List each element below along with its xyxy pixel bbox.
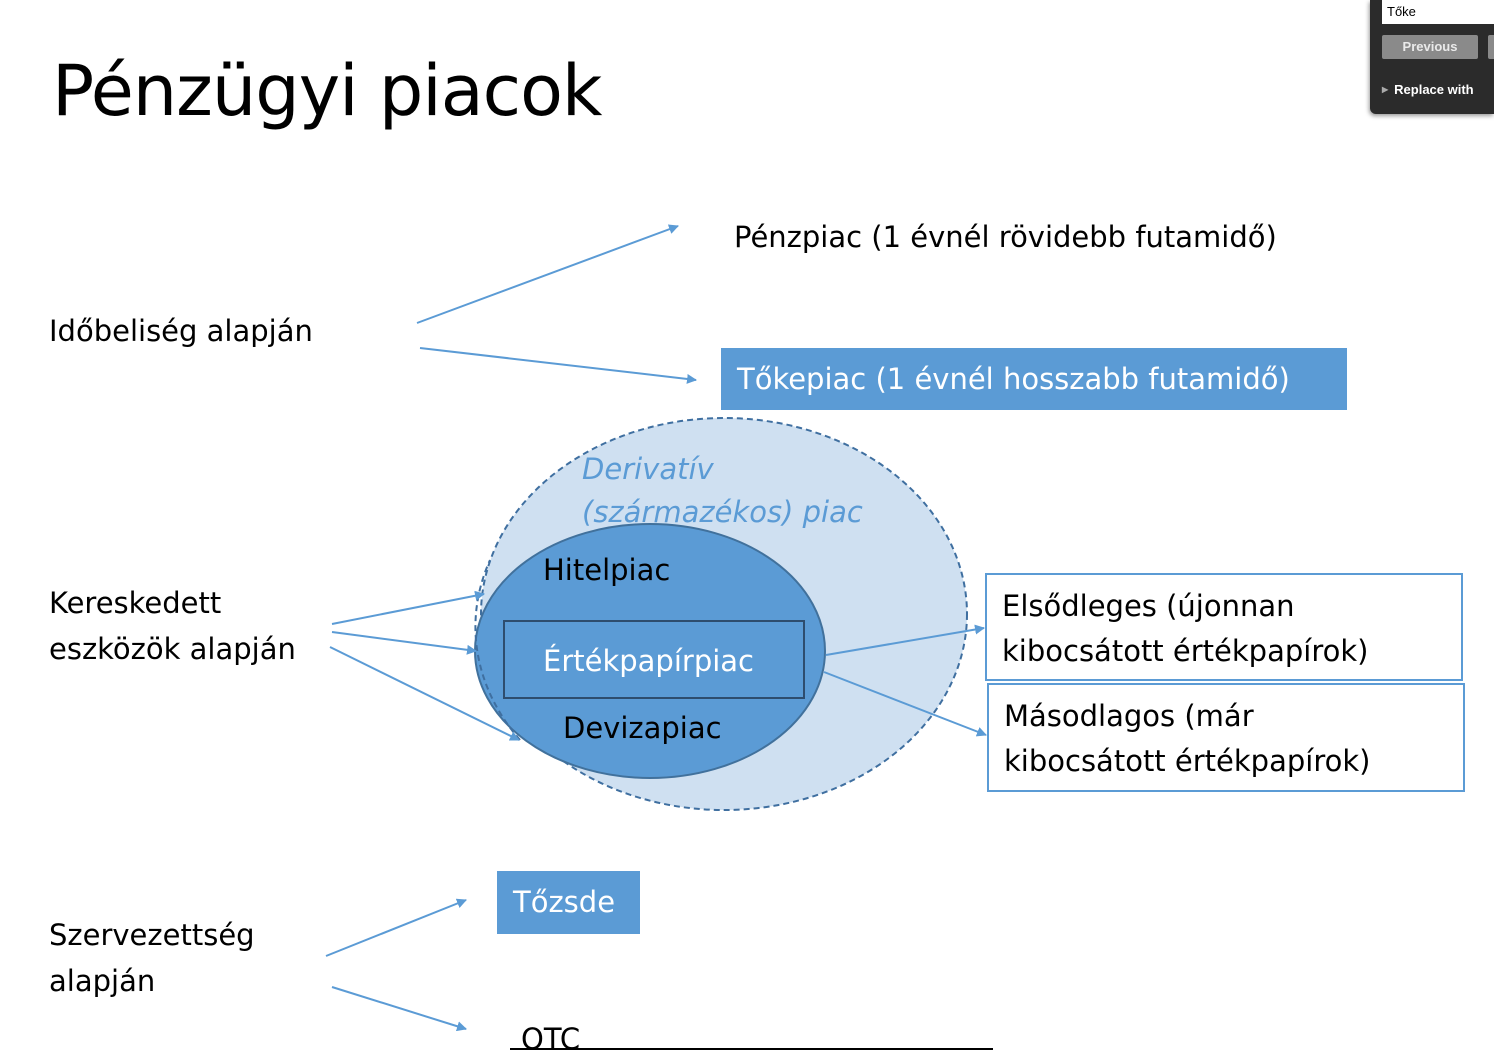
arrow-to-fx-market [329, 646, 520, 741]
capital-market-box: Tőkepiac (1 évnél hosszabb futamidő) [721, 348, 1347, 410]
criterion-traded-label-line2: eszközök alapján [49, 632, 296, 666]
arrow-to-capital-market [419, 347, 697, 384]
criterion-time-label: Időbeliség alapján [49, 314, 313, 348]
secondary-market-label-line1: Másodlagos (már [1004, 699, 1254, 733]
criterion-org-label-line1: Szervezettség [49, 918, 255, 952]
credit-market-label: Hitelpiac [543, 553, 671, 587]
arrow-to-credit-market [331, 590, 485, 625]
find-panel: Tőke Previous ▶ Replace with [1370, 0, 1494, 114]
secondary-market-box: Másodlagos (már kibocsátott értékpapírok… [987, 683, 1465, 792]
securities-market-box [503, 620, 805, 699]
replace-with-label: Replace with [1394, 82, 1474, 97]
secondary-market-label-line2: kibocsátott értékpapírok) [1004, 744, 1371, 778]
criterion-org-label-line2: alapján [49, 964, 156, 998]
replace-with-toggle[interactable]: ▶ Replace with [1382, 80, 1474, 100]
fx-market-label: Devizapiac [563, 711, 722, 745]
expand-triangle-icon: ▶ [1382, 85, 1389, 94]
previous-button[interactable]: Previous [1382, 35, 1478, 59]
capital-market-label: Tőkepiac (1 évnél hosszabb futamidő) [737, 362, 1290, 396]
arrow-to-otc [331, 986, 467, 1032]
primary-market-box: Elsődleges (újonnan kibocsátott értékpap… [985, 573, 1463, 681]
primary-market-label-line1: Elsődleges (újonnan [1002, 589, 1295, 623]
money-market-label: Pénzpiac (1 évnél rövidebb futamidő) [734, 220, 1277, 254]
stock-exchange-box: Tőzsde [497, 871, 640, 934]
arrow-to-stock-exchange [325, 898, 467, 957]
criterion-traded-label-line1: Kereskedett [49, 586, 222, 620]
primary-market-label-line2: kibocsátott értékpapírok) [1002, 634, 1369, 668]
find-search-input[interactable]: Tőke [1382, 0, 1494, 24]
otc-label: OTC [521, 1022, 581, 1049]
arrow-to-secondary [823, 671, 987, 737]
securities-market-label: Értékpapírpiac [543, 644, 755, 678]
next-button[interactable] [1488, 35, 1494, 59]
arrow-to-money-market [416, 224, 679, 324]
arrow-to-securities-market [331, 631, 477, 655]
arrow-to-primary [825, 624, 985, 656]
stock-exchange-label: Tőzsde [513, 885, 616, 919]
derivative-market-label-line2: (származékos) piac [582, 495, 863, 529]
slide-title: Pénzügyi piacok [52, 50, 602, 132]
derivative-market-label-line1: Derivatív [582, 452, 714, 486]
